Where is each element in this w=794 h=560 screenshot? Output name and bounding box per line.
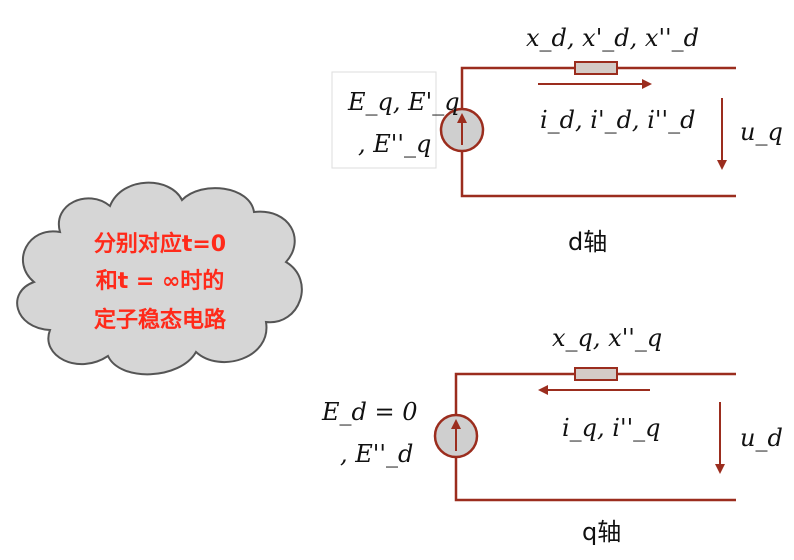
d-current-label: i_d, i'_d, i''_d <box>540 106 695 134</box>
q-source-label-line1: E_d = 0 <box>321 398 418 426</box>
q-source-label-line2: , E''_d <box>340 440 413 468</box>
q-reactance-label: x_q, x''_q <box>552 324 662 352</box>
q-current-label: i_q, i''_q <box>562 414 661 442</box>
d-axis-label: d轴 <box>568 228 607 256</box>
d-source-label-line1: E_q, E'_q <box>347 88 460 116</box>
d-reactance-label: x_d, x'_d, x''_d <box>526 24 699 52</box>
q-axis-label: q轴 <box>582 518 621 546</box>
cloud-line-1: 分别对应t=0 <box>94 231 226 257</box>
d-source-label-line2: , E''_q <box>358 130 431 158</box>
d-voltage-label: u_q <box>740 118 783 146</box>
d-source-label-box <box>331 71 437 169</box>
q-reactance-resistor <box>574 367 618 381</box>
cloud-line-3: 定子稳态电路 <box>94 307 227 333</box>
cloud-callout: 分别对应t=0 和t = ∞时的 定子稳态电路 <box>16 181 303 376</box>
d-axis-circuit: E_q, E'_q , E''_q x_d, x'_d, x''_d i_d, … <box>331 24 783 256</box>
q-voltage-label: u_d <box>740 424 783 452</box>
cloud-line-2: 和t = ∞时的 <box>96 268 225 294</box>
q-axis-circuit: E_d = 0 , E''_d x_q, x''_q i_q, i''_q u_… <box>321 324 783 546</box>
d-reactance-resistor <box>574 61 618 75</box>
